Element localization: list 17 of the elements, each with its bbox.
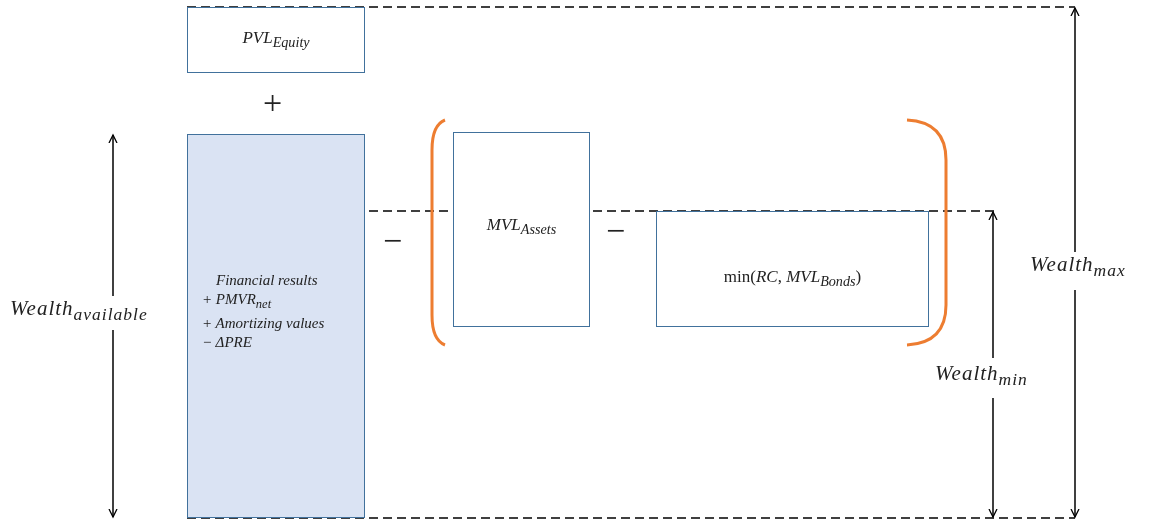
operator-sign: + — [263, 84, 283, 122]
formula-text: Financial results — [215, 271, 318, 290]
operator-sign: − — [383, 222, 403, 260]
formula-text: + PMVR$_{net}$ — [202, 290, 272, 313]
formula-text: min(RC, MVL$_{Bonds}$) — [723, 267, 862, 291]
formula-box — [187, 7, 365, 73]
formula-text: PVL$_{Equity}$ — [242, 28, 310, 52]
dimension-label: Wealth$_{max}$ — [1030, 252, 1126, 282]
stacked-bar — [187, 134, 365, 518]
operator-sign: − — [606, 212, 626, 250]
formula-text: MVL$_{Assets}$ — [486, 215, 557, 239]
formula-box — [656, 211, 929, 327]
dimension-label: Wealth$_{available}$ — [10, 296, 148, 326]
formula-text: − ΔPRE — [202, 333, 252, 352]
dimension-label: Wealth$_{min}$ — [935, 361, 1028, 391]
formula-text: + Amortizing values — [202, 314, 325, 333]
formula-box — [453, 132, 590, 327]
